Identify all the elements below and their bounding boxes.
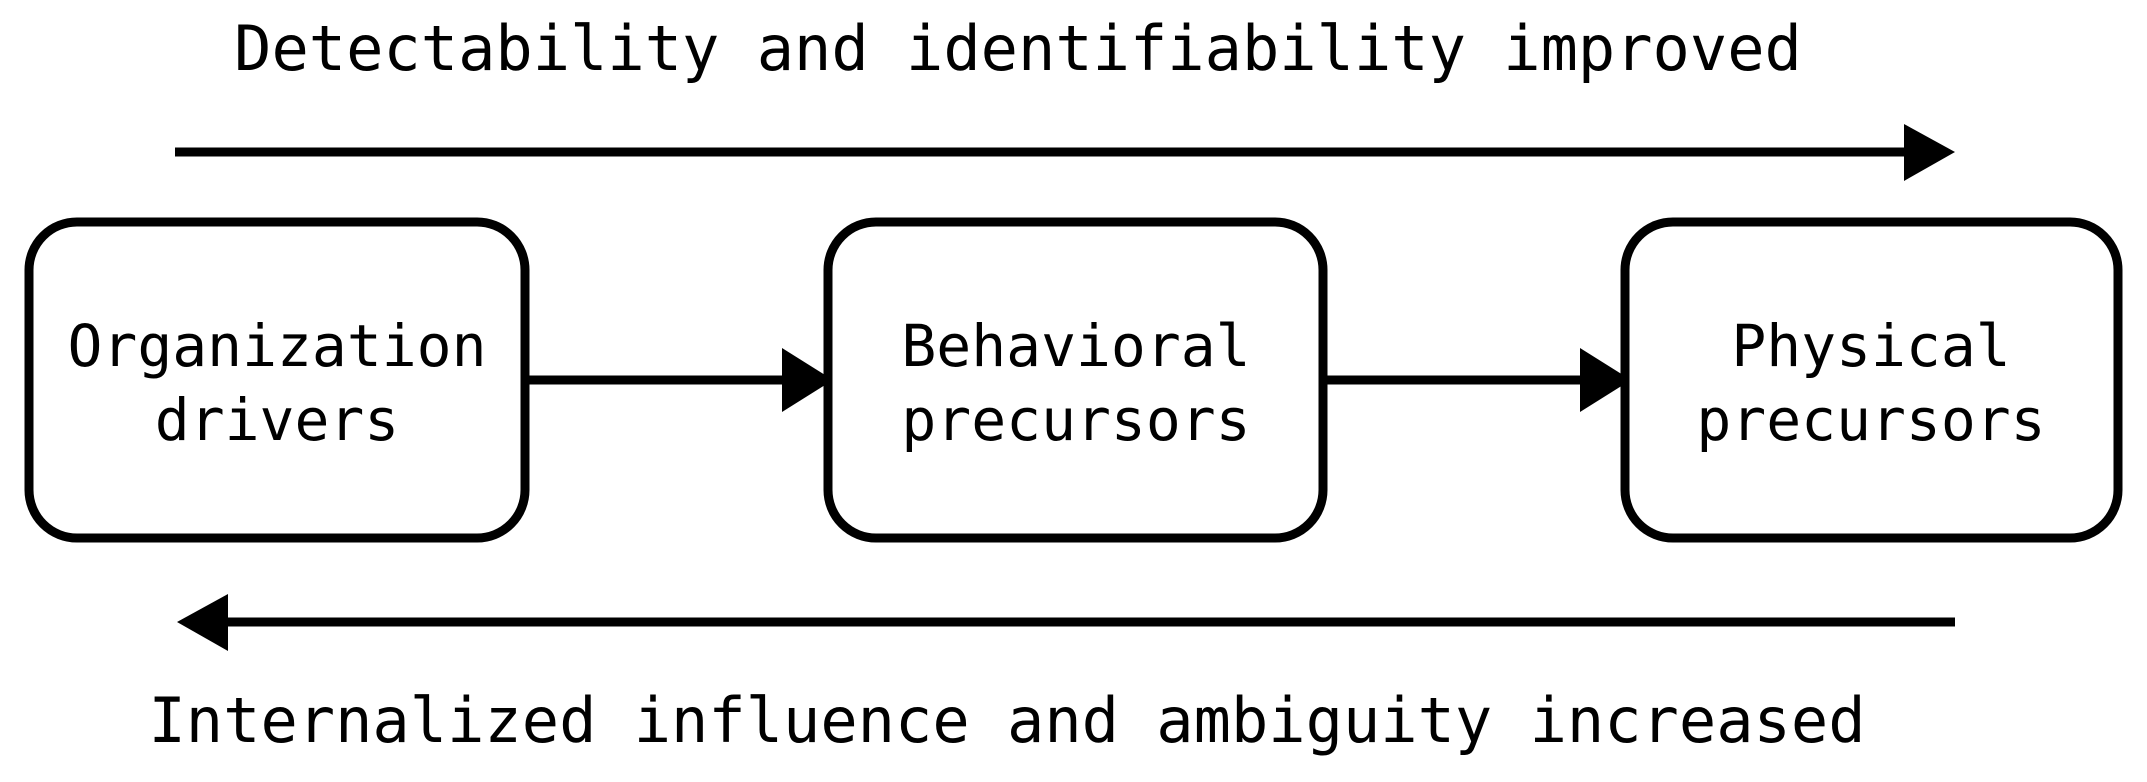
node-box-behavioral-precursors[interactable] <box>823 217 1328 543</box>
node-box-physical-precursors[interactable] <box>1620 217 2123 543</box>
bottom-progression-arrow <box>177 594 1955 651</box>
node-label-physical-precursors-line2: precursors <box>1696 386 2045 454</box>
node-label-behavioral-precursors-line2: precursors <box>901 386 1250 454</box>
node-physical-precursors[interactable]: Physical precursors <box>1620 217 2123 543</box>
node-organization-drivers[interactable]: Organization drivers <box>24 217 530 543</box>
node-label-organization-drivers-line1: Organization <box>67 312 486 380</box>
bottom-caption: Internalized influence and ambiguity inc… <box>148 684 1865 757</box>
top-progression-arrow <box>175 124 1955 181</box>
connector-arrow-1 <box>525 348 833 412</box>
connector-arrow-2 <box>1323 348 1631 412</box>
node-label-physical-precursors-line1: Physical <box>1731 312 2010 380</box>
connector-2-arrow-head-right-icon <box>1580 348 1631 412</box>
node-behavioral-precursors[interactable]: Behavioral precursors <box>823 217 1328 543</box>
bottom-arrow-head-left-icon <box>177 594 228 651</box>
node-box-organization-drivers[interactable] <box>24 217 530 543</box>
connector-1-arrow-head-right-icon <box>782 348 833 412</box>
node-label-organization-drivers-line2: drivers <box>155 386 399 454</box>
top-caption: Detectability and identifiability improv… <box>234 12 1802 85</box>
top-arrow-head-right-icon <box>1904 124 1955 181</box>
node-label-behavioral-precursors-line1: Behavioral <box>901 312 1250 380</box>
